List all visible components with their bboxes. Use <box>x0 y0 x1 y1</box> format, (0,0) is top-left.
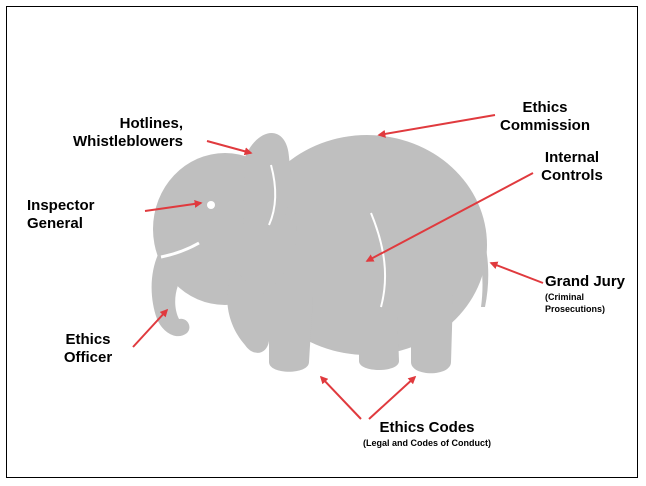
label-ethics-commission-line2: Commission <box>499 117 590 134</box>
label-hotlines-line1: Hotlines, <box>119 115 183 132</box>
label-hotlines-line2: Whistleblowers <box>73 133 184 150</box>
label-ethics-commission: Ethics Commission <box>485 99 605 135</box>
label-grand-jury-sub1: (Criminal <box>545 292 585 302</box>
label-hotlines: Hotlines, Whistleblowers <box>73 115 183 151</box>
label-inspector-line1: Inspector <box>27 197 95 214</box>
elephant-back-far-leg <box>411 295 453 374</box>
label-ethics-commission-line1: Ethics <box>522 99 568 116</box>
arrow-ethics-codes-right <box>368 375 417 420</box>
elephant-back-leg <box>359 307 399 370</box>
label-internal-controls-line2: Controls <box>541 167 603 184</box>
label-ethics-officer: Ethics Officer <box>53 331 123 367</box>
diagram-frame: Hotlines, Whistleblowers Inspector Gener… <box>6 6 638 478</box>
arrow-hotlines <box>206 140 253 156</box>
label-ethics-codes-sub: (Legal and Codes of Conduct) <box>363 438 491 448</box>
label-grand-jury: Grand Jury (Criminal Prosecutions) <box>545 273 625 315</box>
label-ethics-codes: Ethics Codes (Legal and Codes of Conduct… <box>307 419 547 449</box>
label-ethics-codes-line1: Ethics Codes <box>379 419 475 436</box>
elephant-tusk <box>160 241 200 259</box>
elephant-ear-edge <box>268 164 277 226</box>
elephant-eye <box>207 201 215 209</box>
label-ethics-officer-line2: Officer <box>63 349 113 366</box>
elephant-tail <box>469 217 489 307</box>
arrow-internal-controls <box>365 172 534 262</box>
label-internal-controls: Internal Controls <box>527 149 617 185</box>
elephant-ear <box>243 133 291 229</box>
arrow-grand-jury <box>489 261 544 284</box>
label-internal-controls-line1: Internal <box>544 149 600 166</box>
elephant-diagram <box>132 114 544 420</box>
label-inspector-general: Inspector General <box>27 197 95 233</box>
elephant-leg-crease <box>370 212 387 308</box>
arrow-ethics-codes-left <box>319 375 362 420</box>
elephant-silhouette <box>151 133 489 374</box>
elephant-front-leg <box>269 297 313 372</box>
arrow-ethics-commission <box>377 114 496 138</box>
label-grand-jury-line1: Grand Jury <box>545 273 626 290</box>
label-ethics-officer-line1: Ethics <box>65 331 111 348</box>
label-grand-jury-sub2: Prosecutions) <box>545 304 606 314</box>
label-inspector-line2: General <box>27 215 83 232</box>
arrow-ethics-officer <box>132 308 169 348</box>
arrow-inspector <box>144 199 203 212</box>
elephant-front-far-leg <box>227 269 275 353</box>
